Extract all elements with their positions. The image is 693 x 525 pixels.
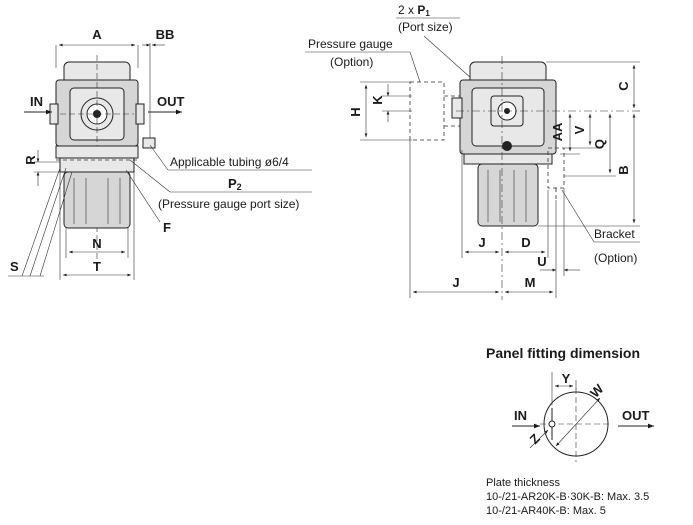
panel-out-label: OUT — [622, 408, 650, 423]
dim-aa-label: AA — [550, 122, 565, 141]
plate-thickness-line-1: 10-/21-AR20K-B·30K-B: Max. 3.5 — [486, 491, 649, 503]
dim-p2-label: P2 — [228, 176, 242, 192]
dim-v-label: V — [572, 125, 587, 134]
front-out-label: OUT — [157, 94, 185, 109]
dim-m-label: M — [525, 275, 536, 290]
pressure-gauge-text: Pressure gauge — [308, 37, 393, 51]
port-size-text: (Port size) — [398, 20, 453, 34]
dim-h-label: H — [348, 107, 363, 116]
panel-fitting-title: Panel fitting dimension — [486, 345, 640, 361]
bracket-option-text: (Option) — [594, 251, 637, 265]
dim-f-label: F — [163, 220, 171, 235]
dim-c-label: C — [616, 81, 631, 91]
dim-d-label: D — [521, 235, 530, 250]
dim-r-label: R — [23, 155, 38, 165]
dim-bb-label: BB — [156, 27, 175, 42]
dim-b-label: B — [616, 165, 631, 174]
dim-y-label: Y — [562, 371, 571, 386]
dim-k-label: K — [370, 95, 385, 105]
front-in-label: IN — [30, 94, 43, 109]
pressure-gauge-option-text: (Option) — [330, 55, 373, 69]
bracket-text: Bracket — [594, 227, 635, 241]
dim-j-outer-label: J — [452, 275, 459, 290]
plate-thickness-line-2: 10-/21-AR40K-B: Max. 5 — [486, 505, 606, 517]
dim-j-inner-label: J — [478, 235, 485, 250]
front-view: A BB IN OUT — [8, 27, 312, 280]
dim-s-label: S — [10, 259, 19, 274]
dim-u-label: U — [537, 254, 546, 269]
dim-q-label: Q — [592, 139, 607, 149]
pressure-gauge-port-size-text: (Pressure gauge port size) — [158, 197, 299, 211]
panel-fitting-dimension: Panel fitting dimension Y W Z IN OUT Pla… — [486, 345, 654, 517]
dim-a-label: A — [92, 27, 102, 42]
dim-n-label: N — [92, 236, 101, 251]
dim-z-label: Z — [527, 431, 543, 447]
panel-in-label: IN — [514, 408, 527, 423]
port-count-text: 2 x P1 — [398, 3, 430, 18]
side-view: 2 x P1 (Port size) Pressure gauge (Optio… — [305, 3, 640, 300]
plate-thickness-heading: Plate thickness — [486, 477, 560, 489]
dim-t-label: T — [93, 259, 101, 274]
applicable-tubing-text: Applicable tubing ø6/4 — [170, 155, 289, 169]
